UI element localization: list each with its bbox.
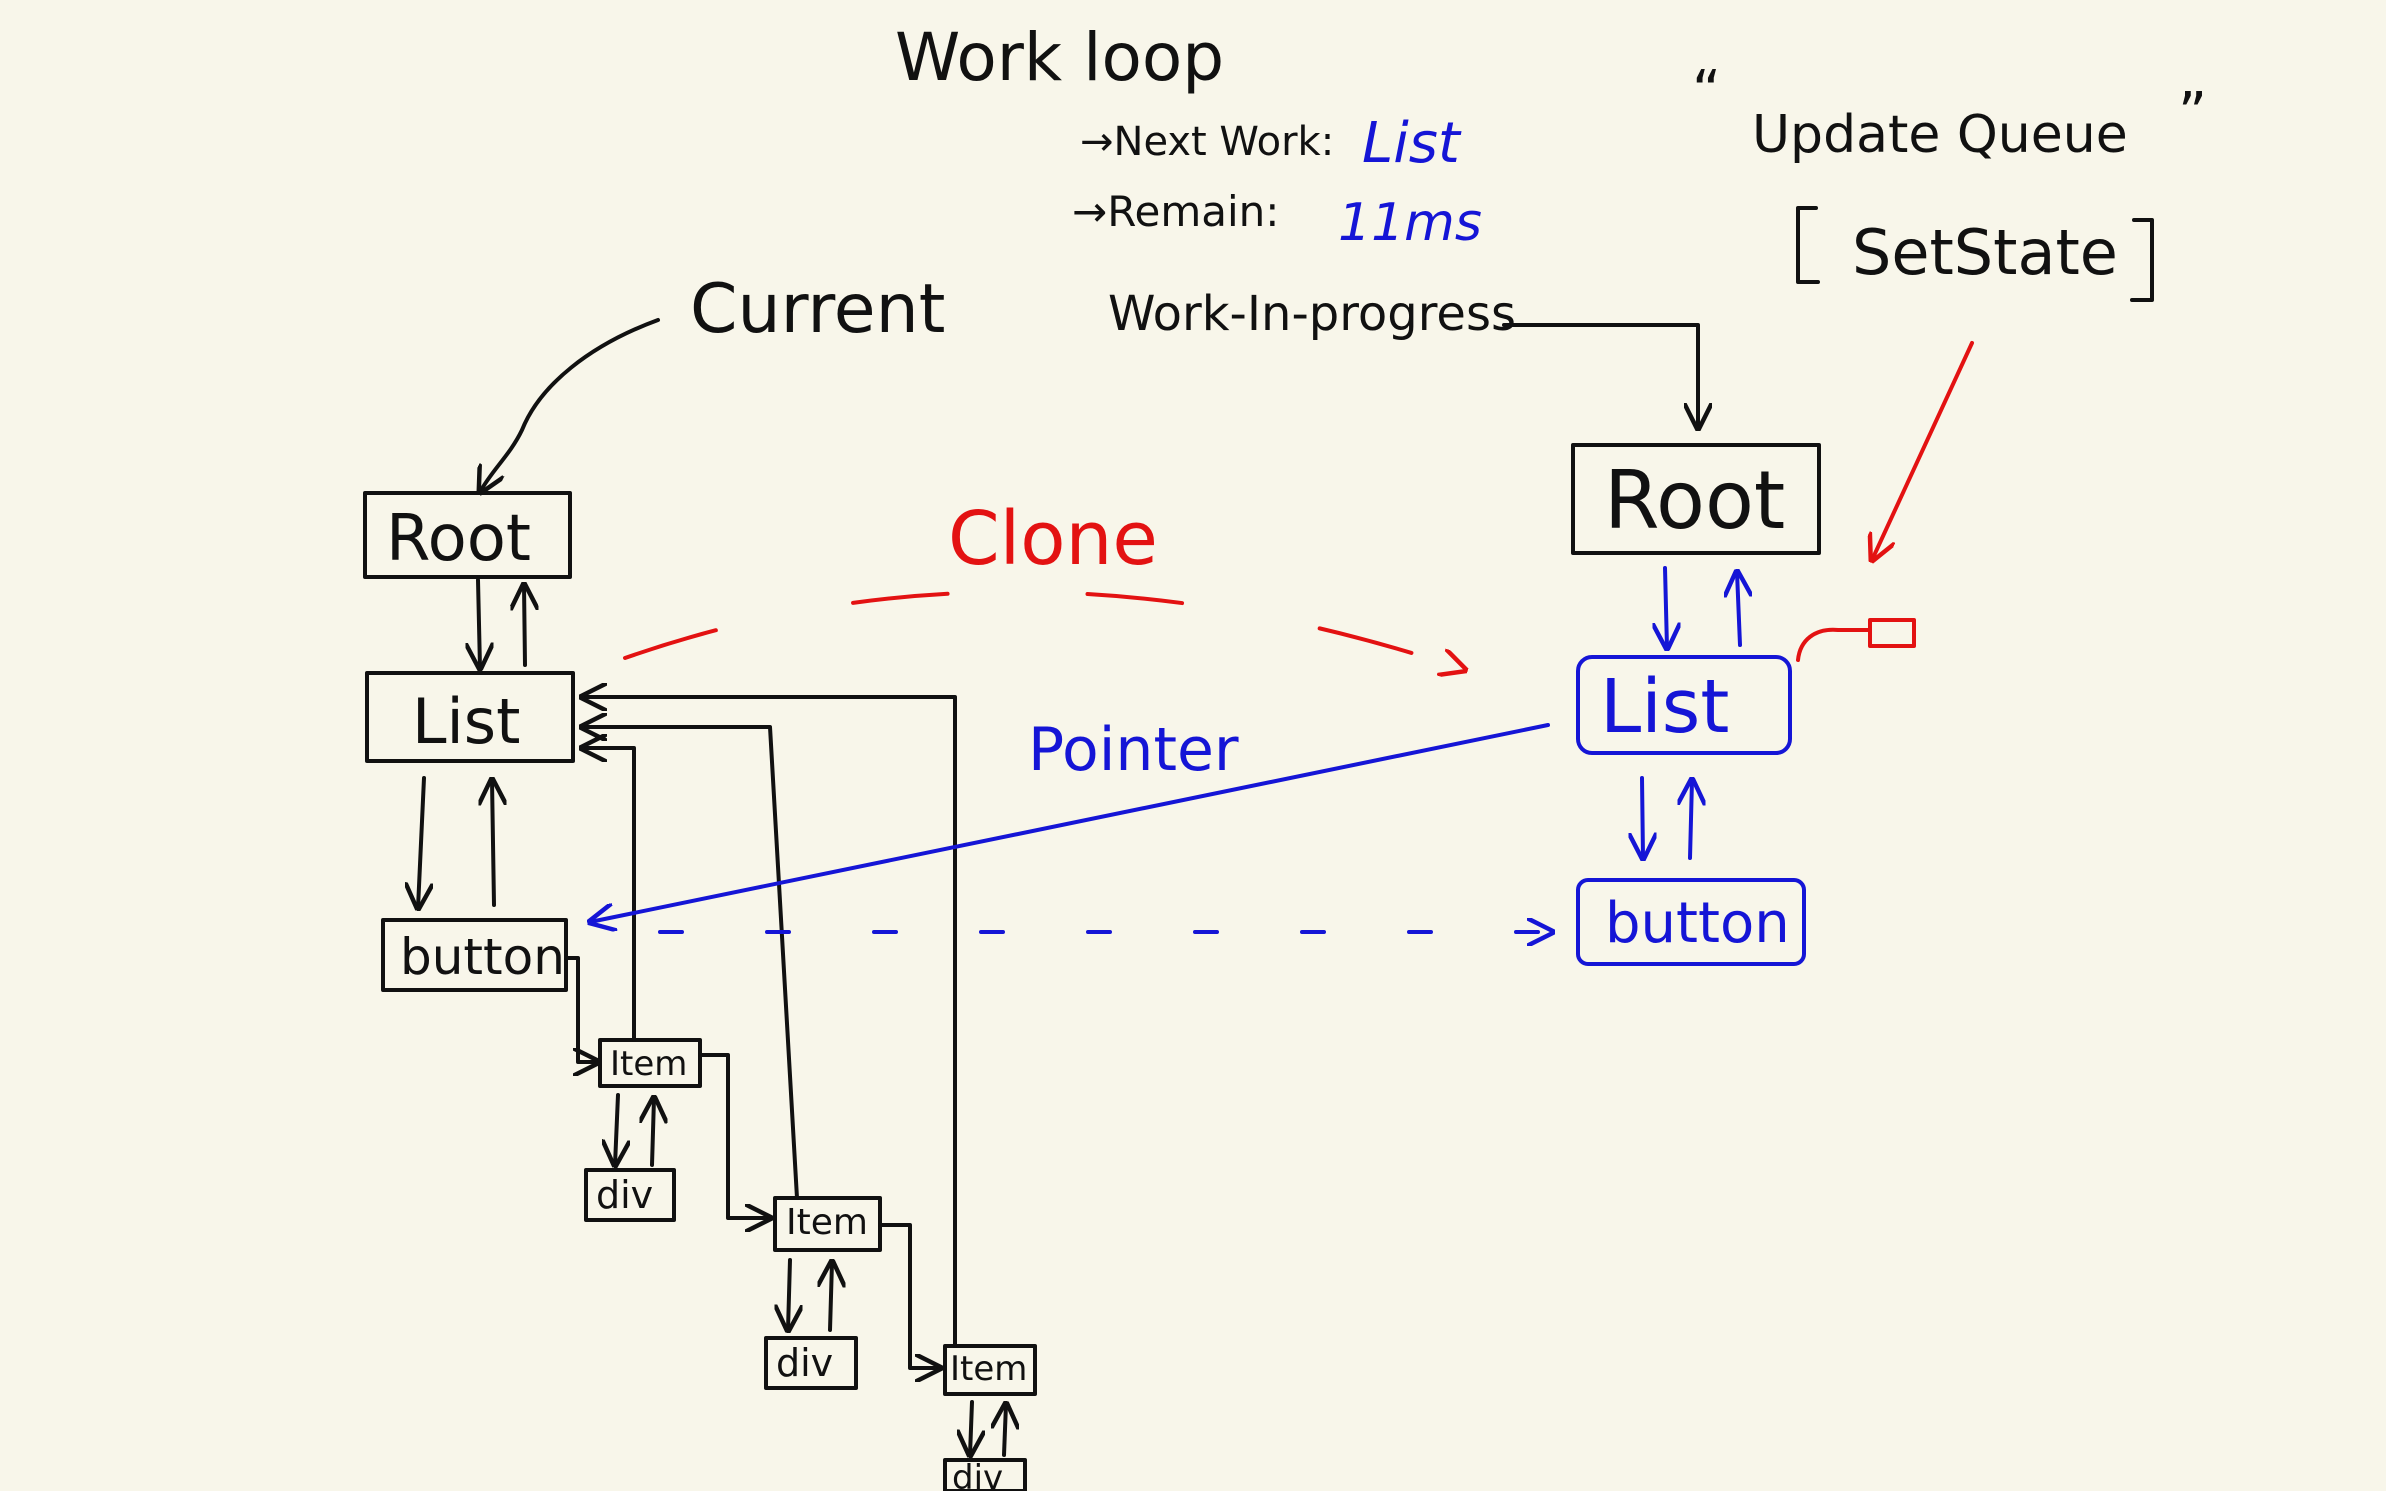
next-work-value: List <box>1362 111 1462 176</box>
current-root-label: Root <box>386 502 531 576</box>
wip-button-node: button <box>1576 878 1806 966</box>
wip-list-label: List <box>1600 664 1729 750</box>
item-return-line <box>582 697 957 1348</box>
remain-label: →Remain: <box>1072 187 1279 236</box>
remain-value: 11ms <box>1338 193 1482 253</box>
current-button-node: button <box>381 918 568 992</box>
current-div-node: div <box>764 1336 858 1390</box>
current-list-label: List <box>412 685 520 758</box>
work-in-progress-label: Work-In-progress <box>1108 286 1516 342</box>
current-label: Current <box>690 270 945 349</box>
alternate-pointer-arrow <box>590 723 1550 922</box>
wip-list-node: List <box>1576 655 1792 755</box>
current-item-3-label: Item <box>950 1349 1027 1389</box>
current-button-label: button <box>400 928 565 986</box>
current-item-node: Item <box>943 1344 1037 1396</box>
current-div-node: div <box>584 1168 676 1222</box>
update-queue-label: Update Queue <box>1752 105 2128 165</box>
wip-root-label: Root <box>1604 454 1785 547</box>
current-div-1-label: div <box>596 1173 653 1217</box>
current-item-2-label: Item <box>786 1202 868 1243</box>
current-pointer-arrow <box>480 318 660 492</box>
effect-tag-icon <box>1796 618 1916 662</box>
setstate-update-arrow <box>1872 341 1974 560</box>
item-return-line <box>582 748 636 1042</box>
clone-arrow <box>623 589 1465 670</box>
current-div-3-label: div <box>952 1458 1003 1491</box>
current-item-1-label: Item <box>610 1044 687 1084</box>
update-queue-close-quote: ” <box>2178 81 2207 146</box>
current-item-node: Item <box>598 1038 702 1088</box>
pointer-label: Pointer <box>1028 715 1239 785</box>
setstate-item: SetState <box>1852 216 2118 289</box>
current-div-2-label: div <box>776 1341 833 1385</box>
next-work-label: →Next Work: <box>1080 119 1334 165</box>
clone-label: Clone <box>948 496 1158 582</box>
current-root-node: Root <box>363 491 572 579</box>
current-item-node: Item <box>773 1196 882 1252</box>
update-queue-bracket <box>1796 206 2154 302</box>
wip-root-node: Root <box>1571 443 1821 555</box>
current-div-node: div <box>943 1458 1027 1491</box>
current-list-node: List <box>365 671 575 763</box>
wip-button-label: button <box>1605 891 1790 956</box>
wip-pointer-arrow <box>1502 323 1698 428</box>
item-return-line <box>582 727 799 1200</box>
work-loop-title: Work loop <box>895 19 1224 96</box>
update-queue-open-quote: “ <box>1692 59 1721 124</box>
